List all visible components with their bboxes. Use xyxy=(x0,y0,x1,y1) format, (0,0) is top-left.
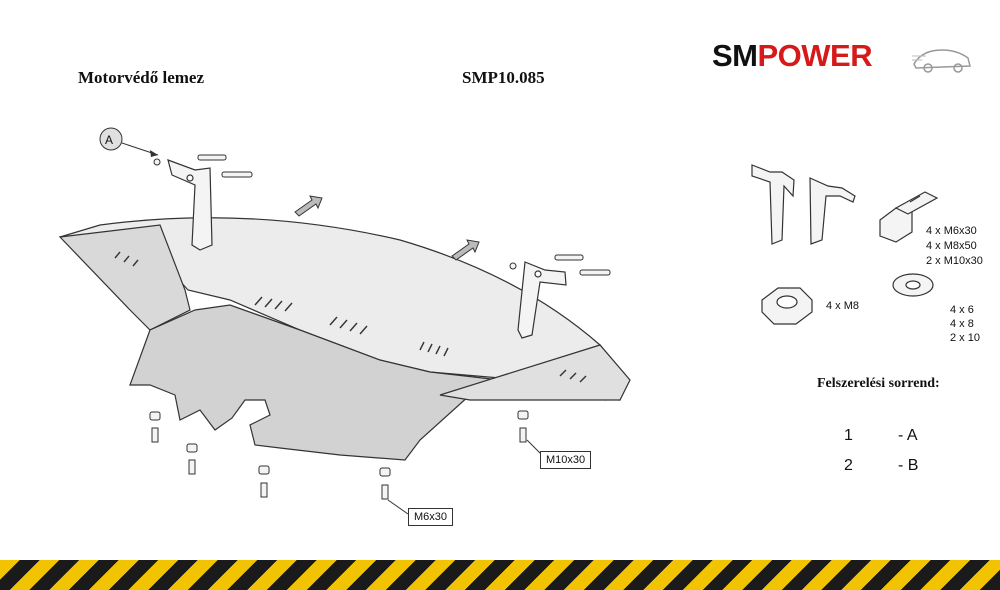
step-2-number: 2 xyxy=(844,457,853,474)
logo-text-sm: SM xyxy=(712,38,758,73)
callout-a-letter: A xyxy=(105,133,113,147)
washer-part xyxy=(892,273,934,297)
step-1-number: 1 xyxy=(844,427,853,444)
mount-bracket-right xyxy=(517,261,567,339)
callout-a-circle xyxy=(99,127,123,151)
skid-plate-left-wing xyxy=(58,224,191,331)
vent-slots xyxy=(114,251,587,383)
bolt-spec-3: 2 x M10x30 xyxy=(926,255,983,267)
sequence-title: Felszerelési sorrend: xyxy=(817,376,940,391)
washer-spec-2: 4 x 8 xyxy=(950,318,974,330)
bracket-pair xyxy=(751,164,856,245)
assembly-diagram: A xyxy=(58,127,939,515)
lower-bolts xyxy=(149,410,529,500)
nut-part xyxy=(761,287,813,325)
hazard-stripe-footer xyxy=(0,560,1000,590)
bolt-spec-1: 4 x M6x30 xyxy=(926,225,977,237)
step-2-label: - B xyxy=(898,457,919,474)
direction-arrow-icon xyxy=(294,195,480,261)
car-silhouette-icon xyxy=(912,49,971,73)
brand-logo: SMPOWER xyxy=(712,38,972,78)
logo-text-power: POWER xyxy=(757,38,873,73)
washer-spec-1: 4 x 6 xyxy=(950,304,974,316)
label-m6: M6x30 xyxy=(408,508,454,526)
bolt-part xyxy=(879,191,939,243)
skid-plate-right-flap xyxy=(439,344,631,401)
washer-spec-3: 2 x 10 xyxy=(950,332,980,344)
skid-plate-lower xyxy=(129,304,626,461)
upper-bolts xyxy=(153,154,611,276)
page-title: Motorvédő lemez xyxy=(78,68,205,87)
bolt-spec-2: 4 x M8x50 xyxy=(926,240,977,252)
label-m10: M10x30 xyxy=(540,451,592,469)
nut-spec: 4 x M8 xyxy=(826,300,860,312)
step-1-label: - A xyxy=(898,427,918,444)
product-code: SMP10.085 xyxy=(462,68,545,87)
mount-bracket-left xyxy=(167,159,213,251)
